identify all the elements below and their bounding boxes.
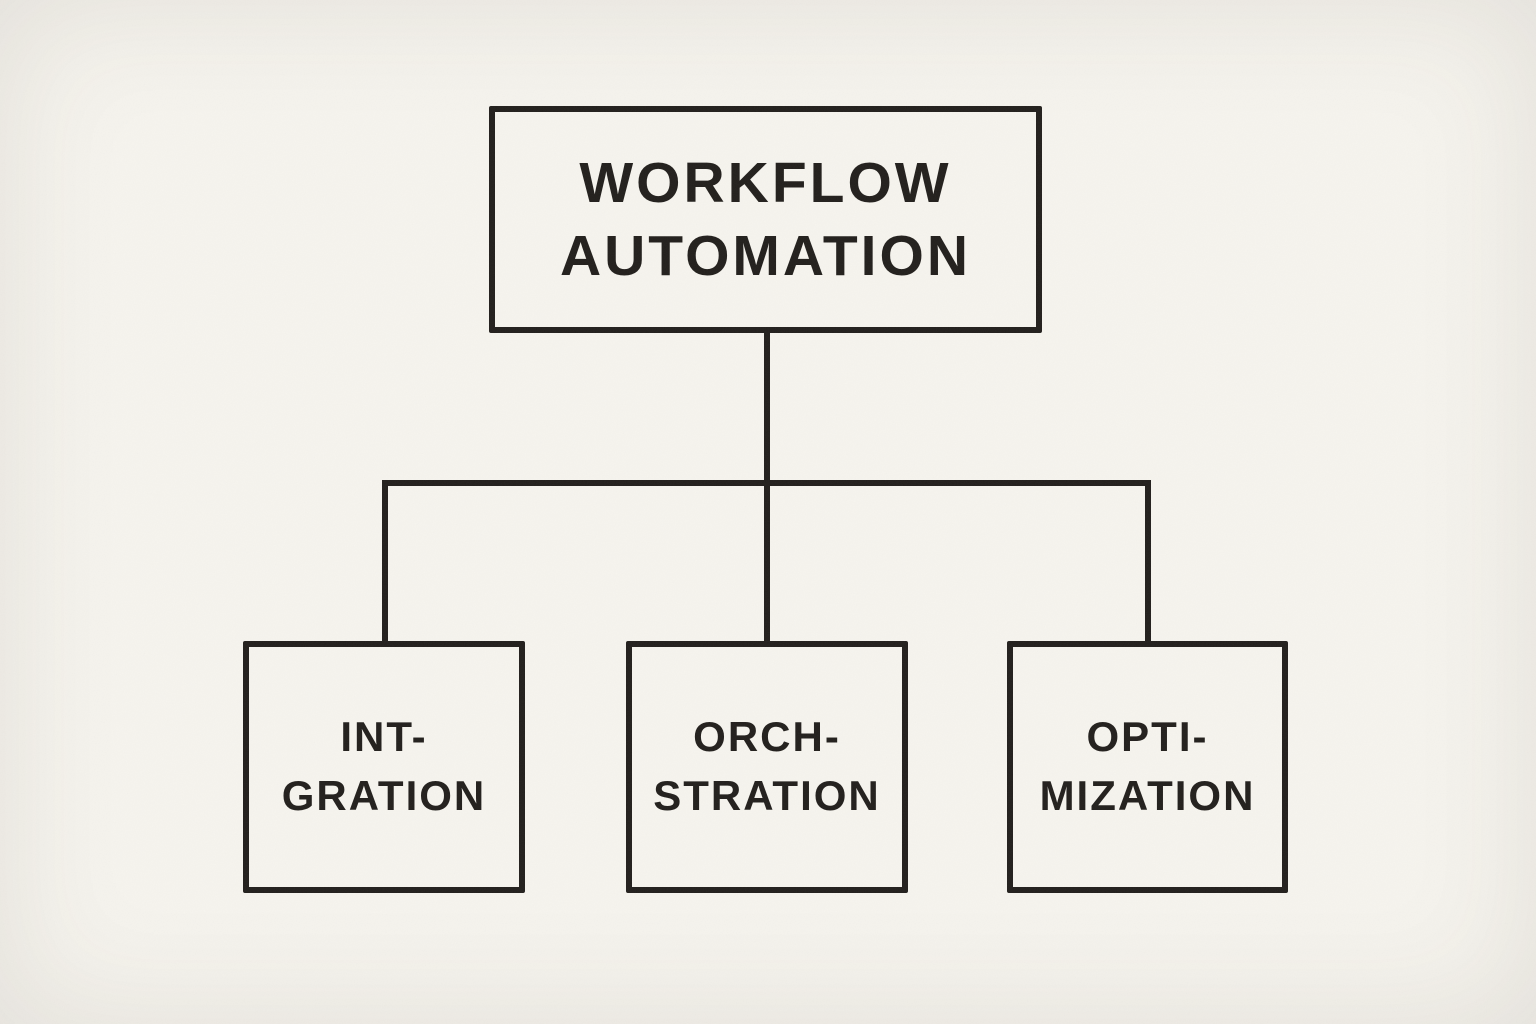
node-label-line: AUTOMATION	[559, 223, 972, 288]
node-integration: INT- GRATION	[243, 641, 525, 893]
connector-drop-integration	[382, 480, 388, 645]
node-label-line: WORKFLOW	[579, 151, 952, 216]
node-label-line: INT-	[340, 713, 428, 761]
connector-drop-orchestration	[764, 480, 770, 645]
node-label-line: ORCH-	[693, 713, 841, 761]
node-label-line: OPTI-	[1086, 713, 1209, 761]
node-label-line: GRATION	[281, 772, 487, 819]
node-label-line: STRATION	[653, 772, 881, 819]
connector-root-vertical	[764, 330, 770, 486]
node-optimization: OPTI- MIZATION	[1007, 641, 1288, 893]
node-label-line: MIZATION	[1039, 772, 1256, 819]
node-workflow-automation: WORKFLOW AUTOMATION	[489, 106, 1042, 333]
node-orchestration: ORCH- STRATION	[626, 641, 908, 893]
connector-drop-optimization	[1145, 480, 1151, 645]
